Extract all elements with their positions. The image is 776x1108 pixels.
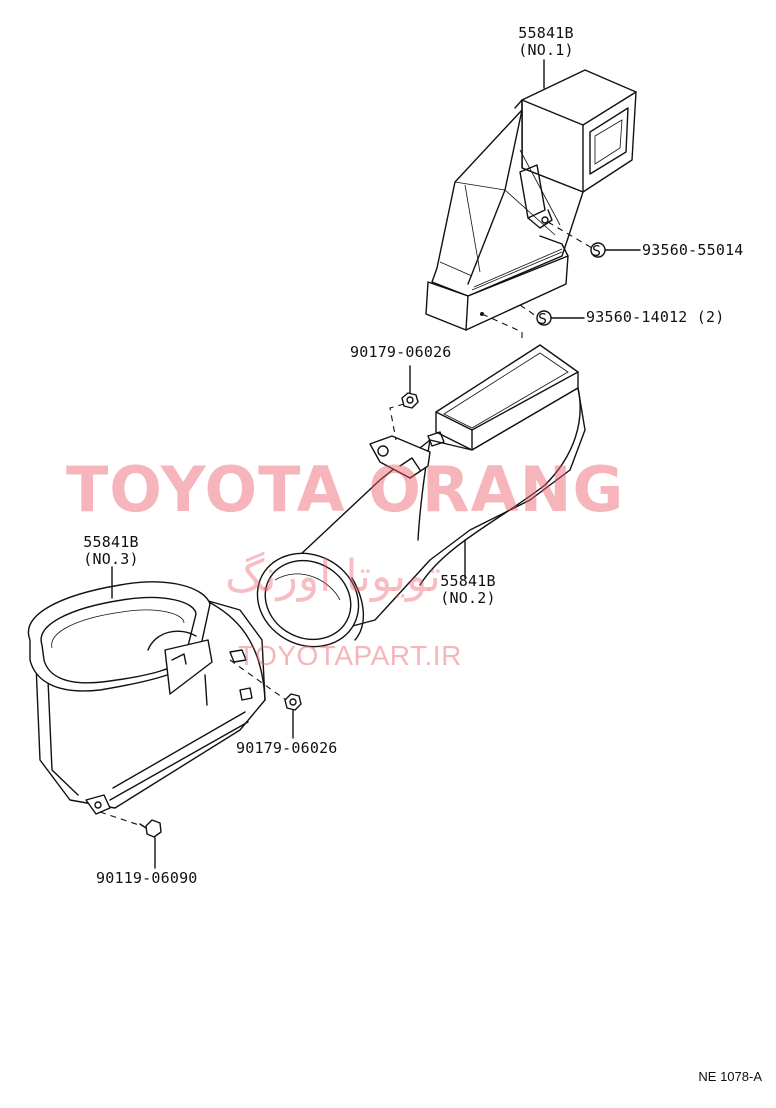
nut-lower: [284, 693, 302, 711]
part-number: 55841B: [518, 24, 574, 42]
watermark-title: TOYOTA ORANG: [66, 453, 625, 526]
part-number: 55841B: [83, 533, 139, 551]
label-duct-no3: 55841B (NO.3): [76, 534, 146, 568]
screw-marker-upper-symbol: S: [592, 242, 602, 260]
label-screw-lower: 93560-14012 (2): [586, 308, 725, 326]
nut-upper: [401, 392, 419, 409]
label-screw-upper: 93560-55014: [642, 241, 744, 259]
screw-marker-lower-symbol: S: [538, 310, 548, 328]
assembly-lines: [99, 221, 593, 827]
label-duct-no2: 55841B (NO.2): [433, 573, 503, 607]
duct-no1: [425, 69, 637, 331]
watermark-url: TOYOTAPART.IR: [238, 640, 462, 671]
duct-no2: [256, 344, 586, 648]
duct-no3: [27, 581, 266, 815]
part-number: 55841B: [440, 572, 496, 590]
label-nut-upper: 90179-06026: [350, 343, 452, 361]
part-position: (NO.3): [83, 550, 139, 568]
part-position: (NO.1): [518, 41, 574, 59]
leader-lines: [111, 59, 641, 869]
bolt-bottom: [139, 819, 162, 838]
diagram-code: NE 1078-A: [698, 1069, 762, 1084]
part-position: (NO.2): [440, 589, 496, 607]
label-bolt-bottom: 90119-06090: [96, 869, 198, 887]
watermark-persian: تویوتا اورنگ: [225, 551, 441, 602]
label-nut-lower: 90179-06026: [236, 739, 338, 757]
label-duct-no1: 55841B (NO.1): [512, 25, 580, 59]
